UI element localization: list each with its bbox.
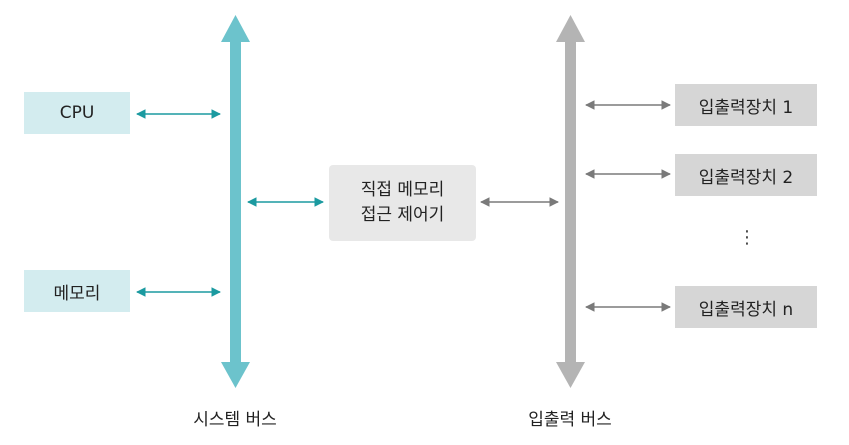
dma-controller-box: 직접 메모리 접근 제어기 [329,165,476,241]
io-bus-label: 입출력 버스 [528,410,612,430]
io-device-1-box: 입출력장치 1 [675,84,817,126]
dma-label-line2: 접근 제어기 [360,205,445,225]
system-bus-label: 시스템 버스 [193,410,277,430]
io-device-2-label: 입출력장치 2 [698,167,794,188]
cpu-box: CPU [24,92,130,134]
io-device-1-label: 입출력장치 1 [698,97,794,118]
device-ellipsis: ⋮ [738,227,756,248]
dma-label-line1: 직접 메모리 [360,180,445,200]
io-bus-shape [556,15,585,388]
memory-label: 메모리 [53,283,101,304]
io-device-n-label: 입출력장치 n [698,299,794,320]
system-bus-shape [221,15,250,388]
memory-box: 메모리 [24,270,130,312]
io-device-n-box: 입출력장치 n [675,286,817,328]
cpu-label: CPU [59,103,95,123]
io-device-2-box: 입출력장치 2 [675,154,817,196]
